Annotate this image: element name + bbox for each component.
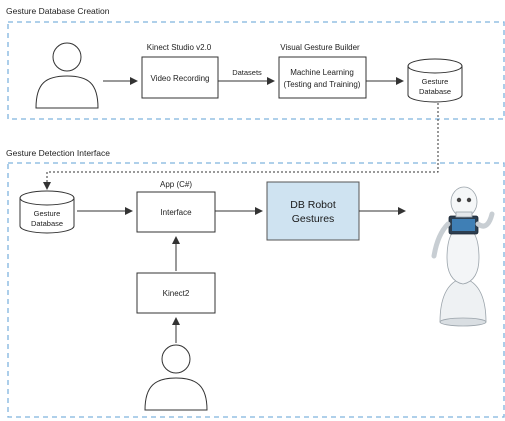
person-icon xyxy=(35,42,99,109)
database-icon xyxy=(407,58,463,103)
video-recording-box xyxy=(141,56,219,99)
kinect-studio-label: Kinect Studio v2.0 xyxy=(147,43,212,52)
pepper-robot-icon xyxy=(431,186,495,327)
database-icon xyxy=(19,190,75,234)
robot-db-label-line1: DB Robot xyxy=(290,199,336,211)
section-title-detection-interface: Gesture Detection Interface xyxy=(6,148,110,158)
db-robot-gestures-box xyxy=(266,181,360,241)
top-database-label-line1: Gesture xyxy=(422,77,449,86)
bottom-database-label-line1: Gesture xyxy=(34,209,61,218)
interface-box xyxy=(136,191,216,233)
machine-learning-box xyxy=(278,56,367,99)
dashed-connector-database-sync xyxy=(43,103,439,190)
top-database-label-line2: Database xyxy=(419,87,451,96)
detection-interface-section-border xyxy=(7,162,505,418)
kinect2-box xyxy=(136,272,216,314)
ml-label-line1: Machine Learning xyxy=(290,68,354,77)
ml-label-line2: (Testing and Training) xyxy=(284,80,361,89)
section-title-database-creation: Gesture Database Creation xyxy=(6,6,110,16)
database-creation-section-border xyxy=(7,21,505,120)
interface-label: Interface xyxy=(160,208,192,217)
person-icon xyxy=(144,344,208,411)
robot-db-label-line2: Gestures xyxy=(292,213,335,225)
vgb-label: Visual Gesture Builder xyxy=(280,43,360,52)
kinect2-label: Kinect2 xyxy=(163,289,190,298)
bottom-database-label-line2: Database xyxy=(31,219,63,228)
video-recording-label: Video Recording xyxy=(150,74,209,83)
datasets-label: Datasets xyxy=(232,68,262,77)
app-label: App (C#) xyxy=(160,180,192,189)
